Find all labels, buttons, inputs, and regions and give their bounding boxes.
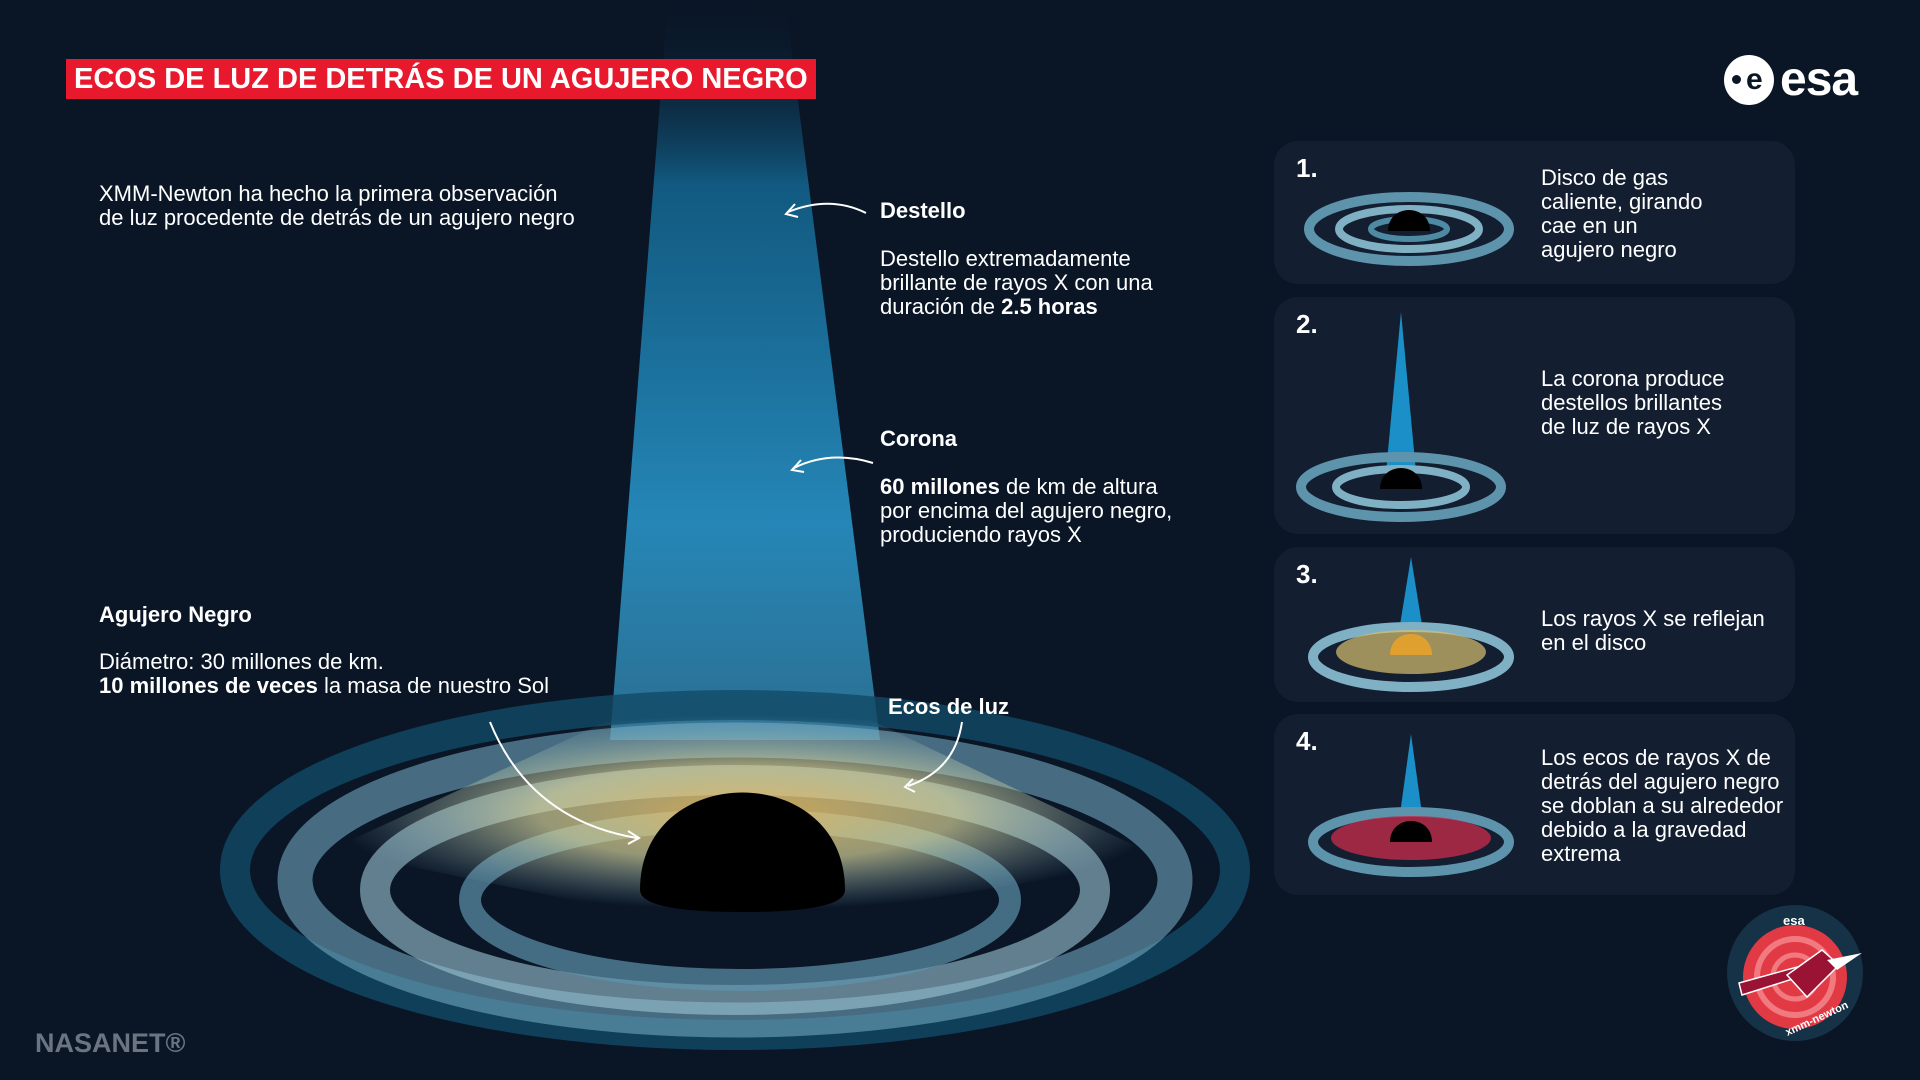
step-line: Los ecos de rayos X de (1541, 745, 1771, 770)
step-line: se doblan a su alrededor (1541, 793, 1784, 818)
esa-logo-icon: e (1724, 54, 1774, 105)
step-number: 2. (1296, 309, 1318, 339)
flare-arrowhead (784, 203, 799, 218)
esa-logo-text: esa (1780, 53, 1858, 106)
blackhole-label: Agujero Negro (99, 602, 252, 627)
corona-line: por encima del agujero negro, (880, 498, 1173, 523)
step-line: caliente, girando (1541, 189, 1703, 214)
step-line: cae en un (1541, 213, 1638, 238)
blackhole-text: la masa de nuestro Sol (317, 673, 550, 698)
corona-description: 60 millones de km de altura por encima d… (880, 475, 1172, 547)
corona-arrow (793, 456, 874, 469)
blackhole-line: 10 millones de veces la masa de nuestro … (99, 674, 549, 698)
step-number: 3. (1296, 559, 1318, 589)
flare-duration: 2.5 horas (1001, 294, 1098, 319)
intro-line: XMM-Newton ha hecho la primera observaci… (99, 181, 558, 206)
blackhole-arrowhead (627, 830, 641, 845)
echoes-arrow (907, 721, 963, 787)
corona-beam (610, 0, 880, 740)
corona-height: 60 millones (880, 474, 1000, 499)
corona-arrowhead (790, 459, 805, 473)
flare-line: Destello extremadamente (880, 246, 1131, 271)
page-title: ECOS DE LUZ DE DETRÁS DE UN AGUJERO NEGR… (66, 59, 816, 99)
esa-logo: e esa (1724, 52, 1858, 107)
corona-icon (1296, 312, 1506, 522)
disk-icon (1304, 192, 1514, 266)
echoes-label: Ecos de luz (888, 694, 1010, 719)
satellite-icon (1738, 925, 1862, 1029)
step-line: La corona produce (1541, 366, 1725, 391)
step-line: agujero negro (1541, 237, 1677, 262)
corona-line: 60 millones de km de altura (880, 475, 1172, 499)
step-number: 4. (1296, 726, 1318, 756)
step-line: Disco de gas (1541, 165, 1669, 190)
step-line: destellos brillantes (1541, 390, 1722, 415)
intro-line: de luz procedente de detrás de un agujer… (99, 205, 575, 230)
blackhole-mass: 10 millones de veces (99, 673, 318, 698)
flare-description: Destello extremadamente brillante de ray… (880, 247, 1153, 319)
flare-line: duración de 2.5 horas (880, 295, 1153, 319)
step-number: 1. (1296, 153, 1318, 183)
corona-text: de km de altura (999, 474, 1158, 499)
blackhole-description: Diámetro: 30 millones de km. 10 millones… (99, 650, 549, 698)
step-line: detrás del agujero negro (1541, 769, 1780, 794)
step-line: debido a la gravedad (1541, 817, 1747, 842)
flare-label: Destello (880, 198, 966, 223)
corona-line: produciendo rayos X (880, 522, 1082, 547)
reflection-icon (1308, 557, 1514, 692)
black-hole (640, 792, 845, 912)
watermark: NASANET® (35, 1028, 186, 1058)
flare-arrow (787, 202, 867, 214)
blackhole-line: Diámetro: 30 millones de km. (99, 649, 384, 674)
step-line: en el disco (1541, 630, 1647, 655)
flare-line: brillante de rayos X con una (880, 270, 1153, 295)
echo-icon (1308, 734, 1514, 877)
step-line: extrema (1541, 841, 1621, 866)
patch-esa-logo: esa (1783, 913, 1805, 928)
xmm-newton-patch: esa xmm-newton (1727, 905, 1863, 1041)
corona-label: Corona (880, 426, 957, 451)
step-line: Los rayos X se reflejan (1541, 606, 1765, 631)
intro-text: XMM-Newton ha hecho la primera observaci… (99, 182, 575, 230)
blackhole-arrow (489, 721, 638, 839)
flare-text: duración de (880, 294, 1002, 319)
echoes-arrowhead (903, 778, 916, 793)
step-line: de luz de rayos X (1541, 414, 1711, 439)
